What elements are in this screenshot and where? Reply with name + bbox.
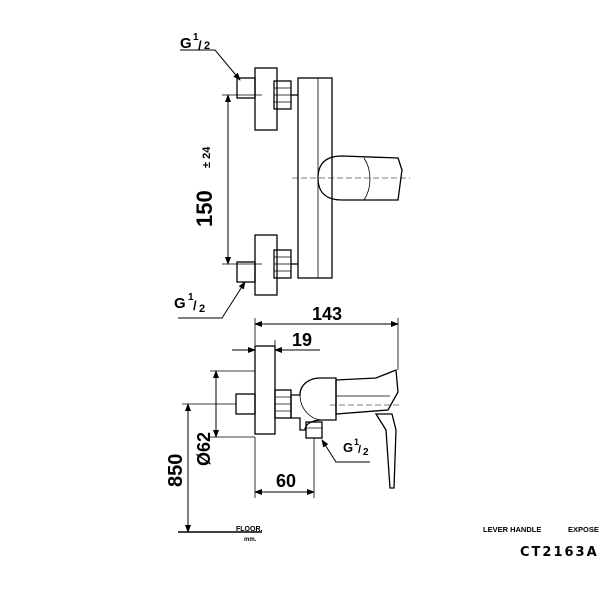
side-lever-blade (374, 413, 397, 489)
lower-inlet (236, 261, 256, 283)
dim-diameter: Ø62 (194, 432, 214, 466)
dim-height: 850 (165, 454, 187, 487)
upper-flange (254, 67, 278, 131)
floor-label: FLOOR. (236, 526, 262, 533)
thread-top-num: 1 (193, 32, 199, 43)
side-flange (254, 345, 276, 435)
thread-top-prefix: G (180, 35, 192, 52)
fraction-slash: / (193, 298, 197, 313)
dim-width: 143 (312, 304, 342, 324)
front-view (178, 49, 410, 319)
product-code: CT2163A (520, 545, 599, 560)
product-desc-1: LEVER HANDLE (483, 525, 541, 534)
floor-unit: mm. (244, 537, 257, 543)
thread-bottom-prefix: G (174, 295, 186, 312)
fraction-slash: / (198, 38, 202, 53)
dim-center: 150 (192, 190, 217, 227)
upper-inlet (236, 77, 256, 99)
thread-bottom-den: 2 (199, 303, 205, 315)
lever-handle (317, 155, 403, 201)
thread-top-den: 2 (204, 40, 210, 52)
side-view (178, 318, 400, 533)
side-lever-body (335, 369, 399, 415)
thread-side-label: G 1 / 2 (343, 437, 369, 458)
thread-bottom-num: 1 (188, 292, 194, 303)
dim-offset: 19 (292, 330, 312, 350)
thread-top-label: G 1 / 2 (180, 32, 210, 53)
dim-depth: 60 (276, 471, 296, 491)
thread-side-num: 1 (354, 437, 359, 447)
thread-side-prefix: G (343, 440, 353, 455)
fraction-slash: / (358, 444, 361, 456)
thread-side-den: 2 (363, 447, 369, 458)
side-inlet (235, 393, 256, 415)
dim-tolerance: ± 24 (201, 146, 213, 168)
thread-bottom-label: G 1 / 2 (174, 292, 205, 315)
product-desc-2: EXPOSE (568, 525, 599, 534)
